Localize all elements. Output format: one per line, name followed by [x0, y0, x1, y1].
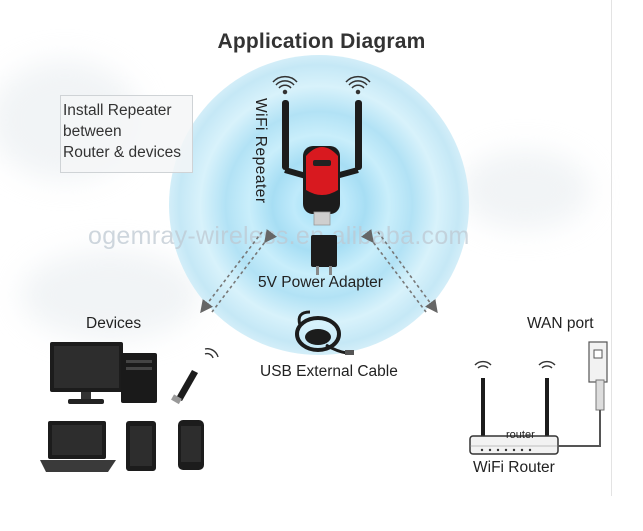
page-title: Application Diagram — [217, 30, 426, 53]
background-haze — [460, 150, 590, 230]
wifi-router-label: WiFi Router — [473, 459, 555, 476]
tablet-icon — [126, 421, 156, 471]
note-line: Router & devices — [63, 144, 182, 161]
smartphone-icon — [178, 420, 204, 470]
usb-wifi-adapter-icon — [171, 348, 219, 405]
note-line: between — [63, 123, 122, 140]
power-adapter-label: 5V Power Adapter — [258, 274, 383, 291]
link-arrow-left — [200, 229, 277, 314]
background-haze — [20, 250, 200, 340]
watermark: ogemray-wireless.en.alibaba.com — [88, 222, 470, 250]
note-line: Install Repeater — [63, 102, 172, 119]
desktop-computer-icon — [50, 342, 157, 404]
divider-line — [611, 0, 612, 496]
link-arrow-right — [361, 229, 438, 314]
wan-port-label: WAN port — [527, 315, 594, 332]
router-icon — [469, 360, 559, 455]
wifi-repeater-label: WiFi Repeater — [252, 98, 269, 204]
wifi-signal-icon — [345, 75, 371, 95]
wifi-signal-icon — [272, 75, 298, 95]
devices-label: Devices — [86, 315, 142, 332]
laptop-icon — [40, 421, 116, 472]
usb-cable-label: USB External Cable — [260, 363, 398, 380]
install-note: Install Repeater between Router & device… — [60, 95, 193, 173]
repeater-device — [272, 75, 371, 226]
router-badge: router — [506, 429, 535, 441]
wan-port-icon — [558, 341, 608, 447]
power-adapter-icon — [311, 235, 337, 275]
usb-cable-icon — [295, 310, 354, 355]
